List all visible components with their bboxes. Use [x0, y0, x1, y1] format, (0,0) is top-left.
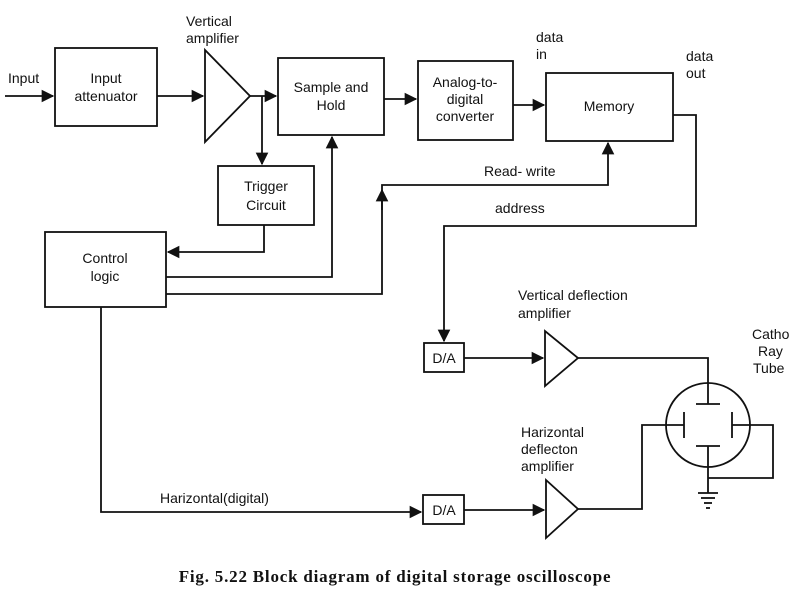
vdef-to-crt-line	[578, 357, 709, 383]
control-to-sample-arrow	[166, 135, 339, 278]
adc-label-3: converter	[436, 108, 495, 124]
sample-hold-block	[277, 57, 385, 136]
trigger-to-control-arrow	[166, 225, 265, 259]
data-out-label-1: data	[686, 48, 713, 64]
crt-label-3: Tube	[753, 360, 785, 376]
trigger-circuit-block	[217, 165, 315, 226]
control-logic-block	[44, 231, 167, 308]
sample-hold-label-1: Sample and	[294, 79, 369, 95]
crt-label-2: Ray	[758, 343, 783, 359]
control-label-2: logic	[91, 268, 120, 284]
hdef-label-2: deflecton	[521, 441, 578, 457]
address-label: address	[495, 200, 545, 216]
memory-label: Memory	[584, 98, 635, 114]
hdef-label-1: Harizontal	[521, 424, 584, 440]
trigger-label-1: Trigger	[244, 178, 288, 194]
control-to-da-horizontal	[100, 307, 423, 519]
data-in-label-2: in	[536, 46, 547, 62]
memory-to-da-arrow	[437, 114, 697, 343]
crt-label-1: Cathode	[752, 326, 790, 342]
data-out-label-2: out	[686, 65, 706, 81]
figure-caption: Fig. 5.22 Block diagram of digital stora…	[179, 567, 612, 586]
horizontal-digital-label: Harizontal(digital)	[160, 490, 269, 506]
crt-return-line	[708, 424, 774, 479]
attenuator-label-1: Input	[90, 70, 121, 86]
vertical-deflection-amp-triangle	[544, 329, 580, 388]
vertical-amp-label-2: amplifier	[186, 30, 239, 46]
vertical-amp-label-1: Vertical	[186, 13, 232, 29]
adc-block	[417, 60, 514, 141]
input-label: Input	[8, 70, 39, 86]
control-label-1: Control	[82, 250, 127, 266]
vdef-label-1: Vertical deflection	[518, 287, 628, 303]
hdef-to-crt-line	[578, 424, 684, 510]
input-attenuator-block	[54, 47, 158, 127]
vdef-label-2: amplifier	[518, 305, 571, 321]
da-top-block	[423, 342, 465, 373]
sample-hold-label-2: Hold	[317, 97, 346, 113]
da-bottom-label: D/A	[432, 502, 456, 518]
memory-block	[545, 72, 674, 142]
vertical-amplifier-triangle	[204, 47, 252, 145]
read-write-label: Read- write	[484, 163, 556, 179]
da-top-label: D/A	[432, 350, 456, 366]
hdef-label-3: amplifier	[521, 458, 574, 474]
horizontal-deflection-amp-triangle	[545, 477, 580, 541]
adc-label-1: Analog-to-	[433, 74, 498, 90]
attenuator-label-2: attenuator	[74, 88, 137, 104]
ground-icon	[698, 467, 718, 509]
trigger-label-2: Circuit	[246, 197, 286, 213]
data-in-label-1: data	[536, 29, 563, 45]
adc-label-2: digital	[447, 91, 484, 107]
control-to-memory-readwrite	[166, 141, 615, 295]
